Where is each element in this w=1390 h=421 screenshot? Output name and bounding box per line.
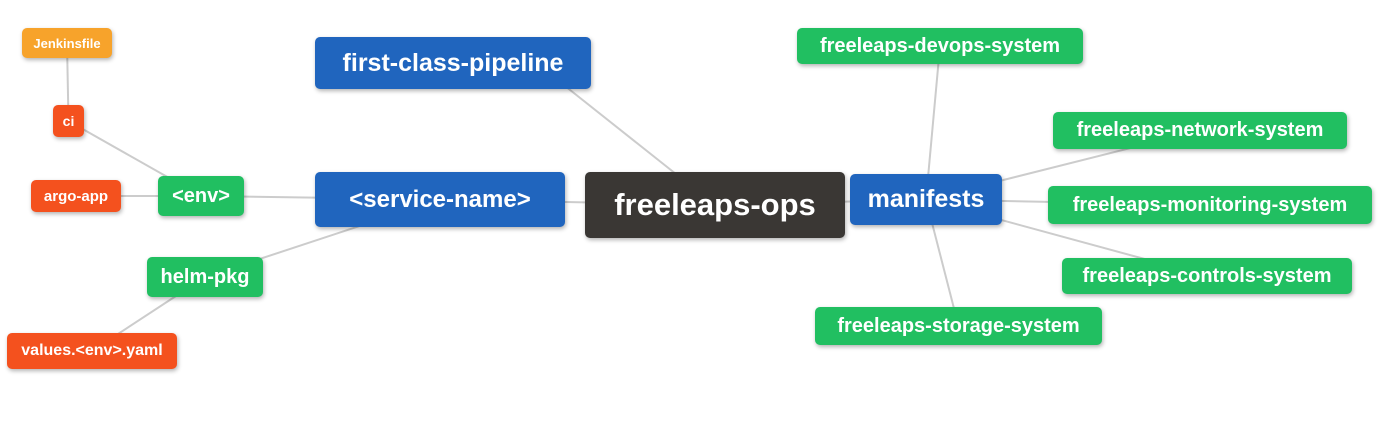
node-values-env-yaml[interactable]: values.<env>.yaml xyxy=(7,333,177,369)
node-label-freeleaps-storage-system: freeleaps-storage-system xyxy=(837,314,1080,337)
node-ci[interactable]: ci xyxy=(53,105,84,137)
node-label-jenkinsfile: Jenkinsfile xyxy=(33,35,101,51)
node-label-freeleaps-devops-system: freeleaps-devops-system xyxy=(819,34,1061,57)
edge-manifests--freeleaps-devops-system xyxy=(925,45,941,200)
node-freeleaps-network-system[interactable]: freeleaps-network-system xyxy=(1053,112,1347,149)
node-freeleaps-monitoring-system[interactable]: freeleaps-monitoring-system xyxy=(1048,186,1372,224)
node-label-service-name: <service-name> xyxy=(349,185,531,213)
node-label-values-env-yaml: values.<env>.yaml xyxy=(21,342,163,359)
node-label-freeleaps-monitoring-system: freeleaps-monitoring-system xyxy=(1072,193,1348,216)
node-service-name[interactable]: <service-name> xyxy=(315,172,565,227)
node-jenkinsfile[interactable]: Jenkinsfile xyxy=(22,28,112,58)
node-manifests[interactable]: manifests xyxy=(850,174,1002,225)
node-label-env: <env> xyxy=(172,184,230,207)
node-label-manifests: manifests xyxy=(867,185,985,213)
node-freeleaps-ops[interactable]: freeleaps-ops xyxy=(585,172,845,238)
node-label-freeleaps-controls-system: freeleaps-controls-system xyxy=(1082,264,1332,287)
node-label-helm-pkg: helm-pkg xyxy=(160,265,250,288)
node-label-first-class-pipeline: first-class-pipeline xyxy=(342,48,564,77)
node-argo-app[interactable]: argo-app xyxy=(31,180,121,212)
node-label-argo-app: argo-app xyxy=(43,187,109,205)
node-env[interactable]: <env> xyxy=(158,176,244,216)
node-freeleaps-devops-system[interactable]: freeleaps-devops-system xyxy=(797,28,1083,64)
node-helm-pkg[interactable]: helm-pkg xyxy=(147,257,263,297)
node-label-freeleaps-network-system: freeleaps-network-system xyxy=(1076,119,1324,141)
node-label-ci: ci xyxy=(62,113,75,129)
node-freeleaps-controls-system[interactable]: freeleaps-controls-system xyxy=(1062,258,1352,294)
node-label-freeleaps-ops: freeleaps-ops xyxy=(614,187,816,222)
node-first-class-pipeline[interactable]: first-class-pipeline xyxy=(315,37,591,89)
node-freeleaps-storage-system[interactable]: freeleaps-storage-system xyxy=(815,307,1102,345)
